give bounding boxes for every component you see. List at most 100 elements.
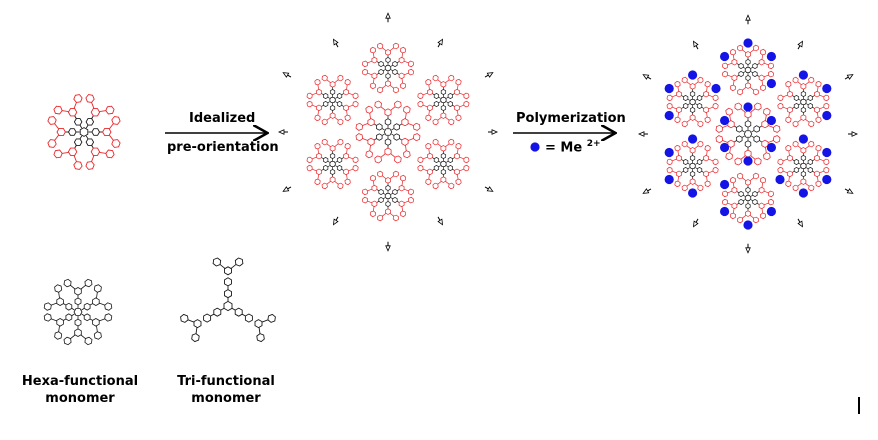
pyridine-ring [815, 80, 822, 88]
outward-arrow [846, 188, 854, 194]
bond [90, 101, 95, 109]
metal-ion-dot [664, 147, 674, 158]
bond [686, 145, 691, 149]
outward-arrow [745, 14, 751, 21]
phenyl-ring [224, 289, 232, 299]
bond [788, 112, 790, 118]
pyridine-ring [463, 156, 470, 164]
phenyl-ring [336, 164, 343, 172]
pyridine-ring [329, 145, 336, 152]
bond [380, 106, 386, 111]
bond [401, 206, 404, 212]
bond [751, 130, 755, 133]
outward-arrow [486, 72, 494, 78]
bond [91, 115, 94, 119]
phenyl-ring [736, 135, 743, 143]
bond [89, 303, 93, 306]
pyridine-ring [808, 120, 815, 128]
core-ring [689, 99, 697, 105]
pyridine-ring [745, 51, 751, 58]
phenyl-ring [738, 62, 744, 70]
bond [99, 151, 107, 154]
phenyl-ring [385, 56, 391, 64]
hexa-caption-line2: monomer [45, 391, 115, 406]
pyridine-ring [365, 105, 373, 114]
bond [81, 313, 85, 316]
phenyl-ring [736, 125, 743, 133]
pyridine-ring [731, 186, 738, 194]
phenyl-ring [745, 58, 751, 66]
pyridine-ring [722, 190, 729, 198]
pyridine-ring [104, 302, 113, 311]
bond [817, 112, 819, 118]
pyridine-ring [703, 106, 709, 114]
pyridine-ring [729, 176, 736, 184]
pyridine-ring [314, 178, 321, 186]
pyridine-ring [754, 157, 762, 166]
pyridine-ring [767, 70, 774, 78]
bond [750, 194, 753, 197]
phenyl-ring [433, 100, 440, 108]
pyridine-ring [369, 210, 376, 218]
bond [727, 62, 732, 66]
pyridine-ring [737, 216, 744, 224]
bond [428, 110, 430, 116]
outward-arrow [797, 220, 803, 228]
bond [381, 175, 386, 179]
pyridine-ring [369, 82, 376, 90]
bond [761, 208, 764, 214]
phenyl-ring [744, 120, 752, 128]
bond [96, 291, 98, 298]
bond [445, 117, 450, 121]
pyridine-ring [815, 144, 822, 152]
metal-ion-dot [822, 83, 832, 94]
phenyl-ring [447, 100, 453, 108]
bond [85, 124, 89, 129]
pyridine-ring [760, 176, 767, 184]
phenyl-ring [433, 156, 440, 164]
phenyl-ring [85, 138, 95, 146]
pyridine-ring [758, 202, 765, 210]
phenyl-ring [752, 62, 758, 70]
bond [797, 81, 802, 85]
tri-caption-line1: Tri-functional [177, 374, 275, 389]
phenyl-ring [65, 313, 73, 322]
core-ring [223, 300, 233, 312]
phenyl-ring [738, 70, 744, 78]
metal-ion-dot [664, 110, 674, 121]
bond [381, 128, 385, 131]
pyridine-ring [344, 114, 351, 122]
pyridine-ring [823, 94, 830, 102]
pyridine-ring [105, 105, 115, 115]
pyridine-ring [808, 76, 815, 84]
core-ring [744, 67, 752, 73]
pyridine-ring [440, 112, 447, 119]
pyridine-ring [792, 184, 799, 192]
bond [740, 108, 746, 113]
bond [751, 135, 755, 138]
pyridine-ring [384, 108, 392, 117]
bond [367, 200, 372, 204]
pyridine-ring [767, 62, 774, 70]
polymerization-label: Polymerization [516, 111, 626, 126]
metal-ion-dot [720, 51, 730, 62]
pyridine-ring [398, 200, 405, 208]
pyridine-ring [306, 92, 313, 100]
bond [677, 150, 679, 156]
bond [404, 60, 409, 64]
bond [459, 92, 465, 96]
phenyl-ring [753, 125, 760, 133]
bond [750, 177, 755, 181]
pyridine-ring [454, 168, 460, 176]
pyridine-ring [90, 108, 101, 117]
pyridine-ring [704, 144, 711, 152]
metal-legend-dot [530, 142, 540, 152]
bond [677, 112, 679, 118]
bond [741, 130, 745, 133]
phenyl-ring [336, 100, 343, 108]
bond [743, 199, 746, 202]
pyridine-ring [371, 72, 378, 80]
pyridine-ring [193, 319, 202, 329]
bond [422, 104, 428, 108]
